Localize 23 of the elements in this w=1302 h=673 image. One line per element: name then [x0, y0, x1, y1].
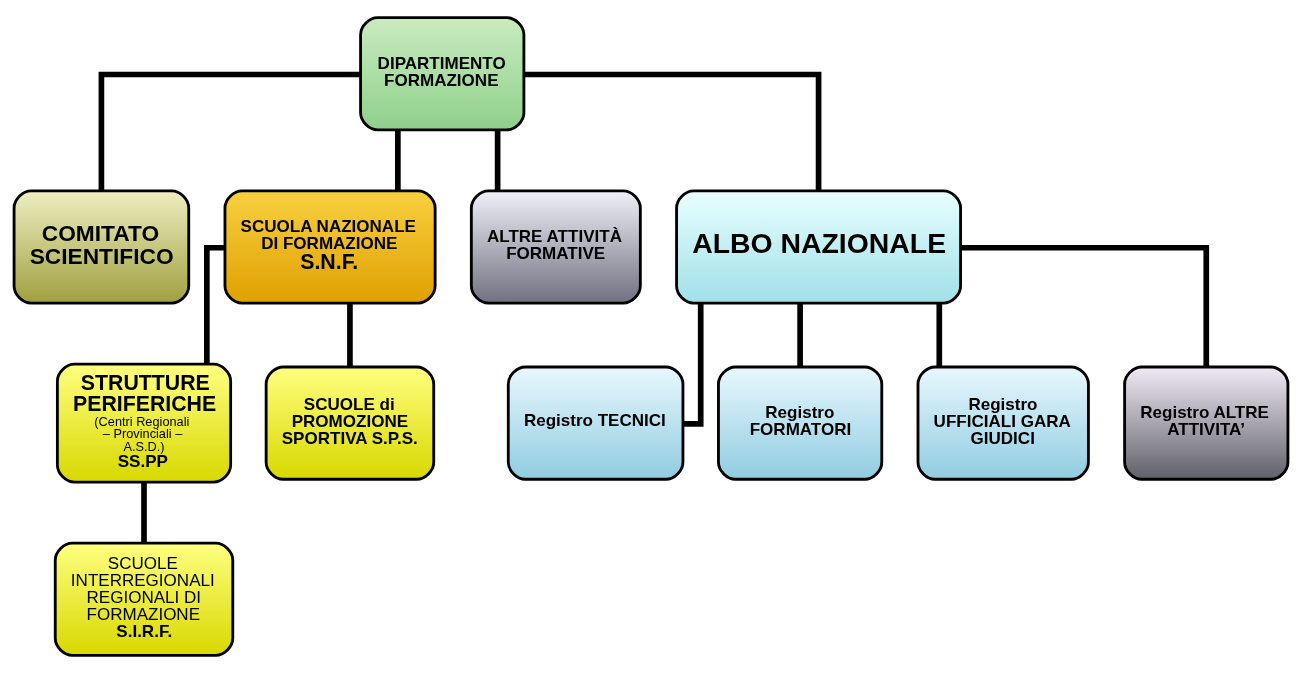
connector — [395, 130, 401, 191]
connector — [797, 303, 803, 367]
node-box: COMITATO SCIENTIFICO — [12, 189, 191, 305]
node-box: Registro ALTRE ATTIVITA’ — [1123, 365, 1290, 481]
node-box: SCUOLA NAZIONALE DI FORMAZIONE S.N.F. — [223, 189, 437, 305]
connector — [960, 244, 1210, 367]
node-box: Registro FORMATORI — [717, 365, 884, 481]
connector — [936, 303, 943, 367]
connector — [347, 303, 353, 367]
node-box: STRUTTURE PERIFERICHE (Centri Regionali – Provinciali – A.S.D.) SS.PP — [55, 362, 233, 484]
connector — [683, 303, 704, 427]
node-box: ALBO NAZIONALE — [675, 189, 962, 305]
connector — [494, 130, 501, 191]
connector — [141, 482, 147, 543]
node-box: SCUOLE INTERREGIONALI REGIONALI DI FORMAZIONE S.I.R.F. — [53, 541, 235, 657]
node-box: Registro TECNICI — [506, 365, 685, 481]
node-box: DIPARTIMENTO FORMAZIONE — [359, 16, 526, 132]
connector — [98, 71, 361, 191]
connector — [204, 244, 225, 364]
node-box: ALTRE ATTIVITÀ FORMATIVE — [469, 189, 642, 305]
node-box: Registro UFFICIALI GARA GIUDICI — [916, 365, 1090, 481]
node-box: SCUOLE di PROMOZIONE SPORTIVA S.P.S. — [264, 365, 436, 481]
connector — [523, 71, 822, 191]
